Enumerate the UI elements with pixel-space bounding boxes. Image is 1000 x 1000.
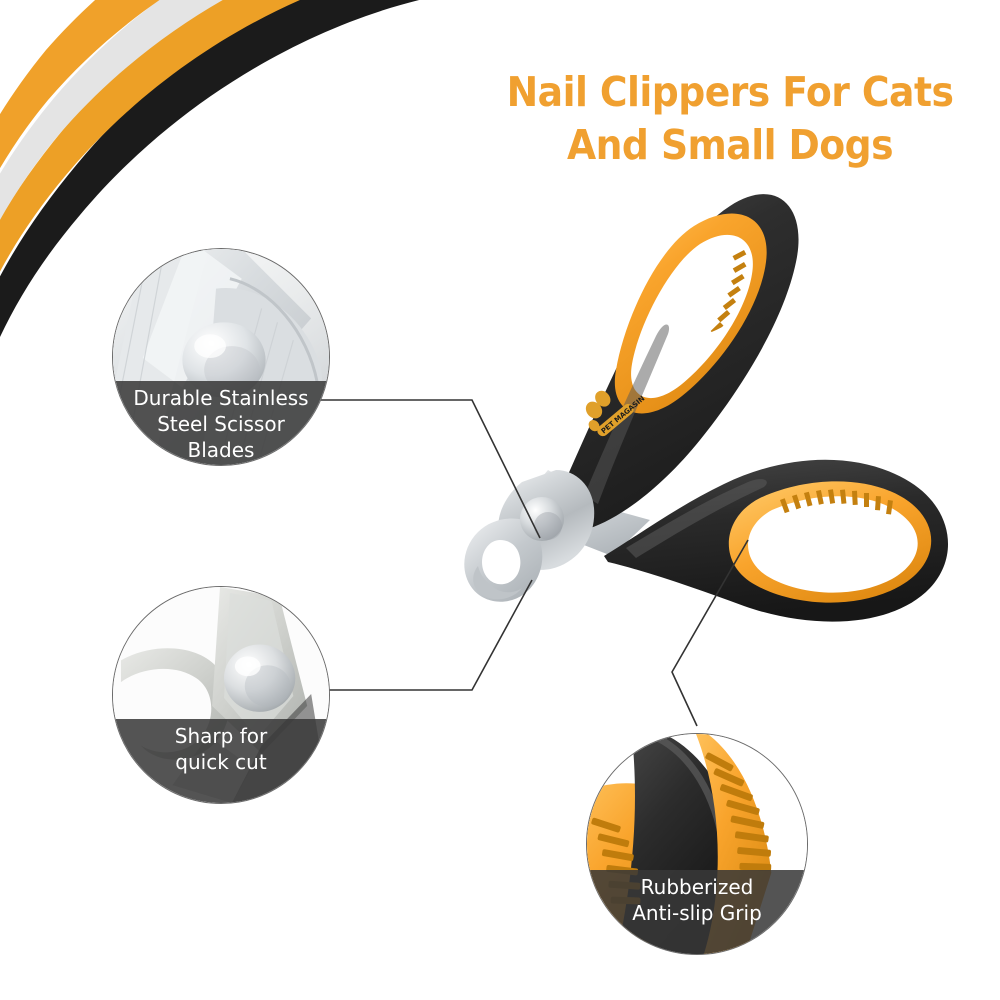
callout-rubberized-grip[interactable]: Rubberized Anti-slip Grip [586,733,808,955]
lower-handle-highlight [626,479,767,558]
lower-grip-serration [780,489,893,515]
blade-cutting-notch [482,540,521,585]
caption-line: Steel Scissor [157,412,285,436]
swoosh-band-orange-inner [0,0,300,272]
callout-durable-blades[interactable]: Durable Stainless Steel Scissor Blades [112,248,330,466]
blade-hook-lip [473,566,522,600]
pivot-rivet-shadow [534,512,562,540]
caption-line: Sharp for [174,724,268,748]
callout-grip-caption: Rubberized Anti-slip Grip [587,870,807,954]
caption-line: Durable Stainless [133,386,309,410]
lower-arm [520,459,949,622]
title-line-1: Nail Clippers For Cats [506,68,954,116]
leader-line-sharp [322,579,533,691]
lower-handle-hole [748,496,918,593]
callout-sharp-caption: Sharp for quick cut [113,719,329,803]
pivot-rivet [520,497,564,541]
callout-sharp-quick-cut[interactable]: Sharp for quick cut [112,586,330,804]
caption-line: Anti-slip Grip [632,901,762,925]
title-line-2: And Small Dogs [566,121,894,169]
page-title: Nail Clippers For Cats And Small Dogs [468,66,992,172]
callout-blades-caption: Durable Stainless Steel Scissor Blades [113,381,329,465]
steel-blade-head [464,470,595,602]
swoosh-band-orange-outer [0,0,160,169]
leader-line-grip [671,539,749,727]
swoosh-band-black [0,0,420,338]
swoosh-band-white [0,0,223,220]
caption-line: Rubberized [640,875,754,899]
caption-line: quick cut [175,750,267,774]
leader-line-blades [320,399,541,539]
caption-line: Blades [187,438,255,462]
upper-handle-hole [631,234,753,399]
